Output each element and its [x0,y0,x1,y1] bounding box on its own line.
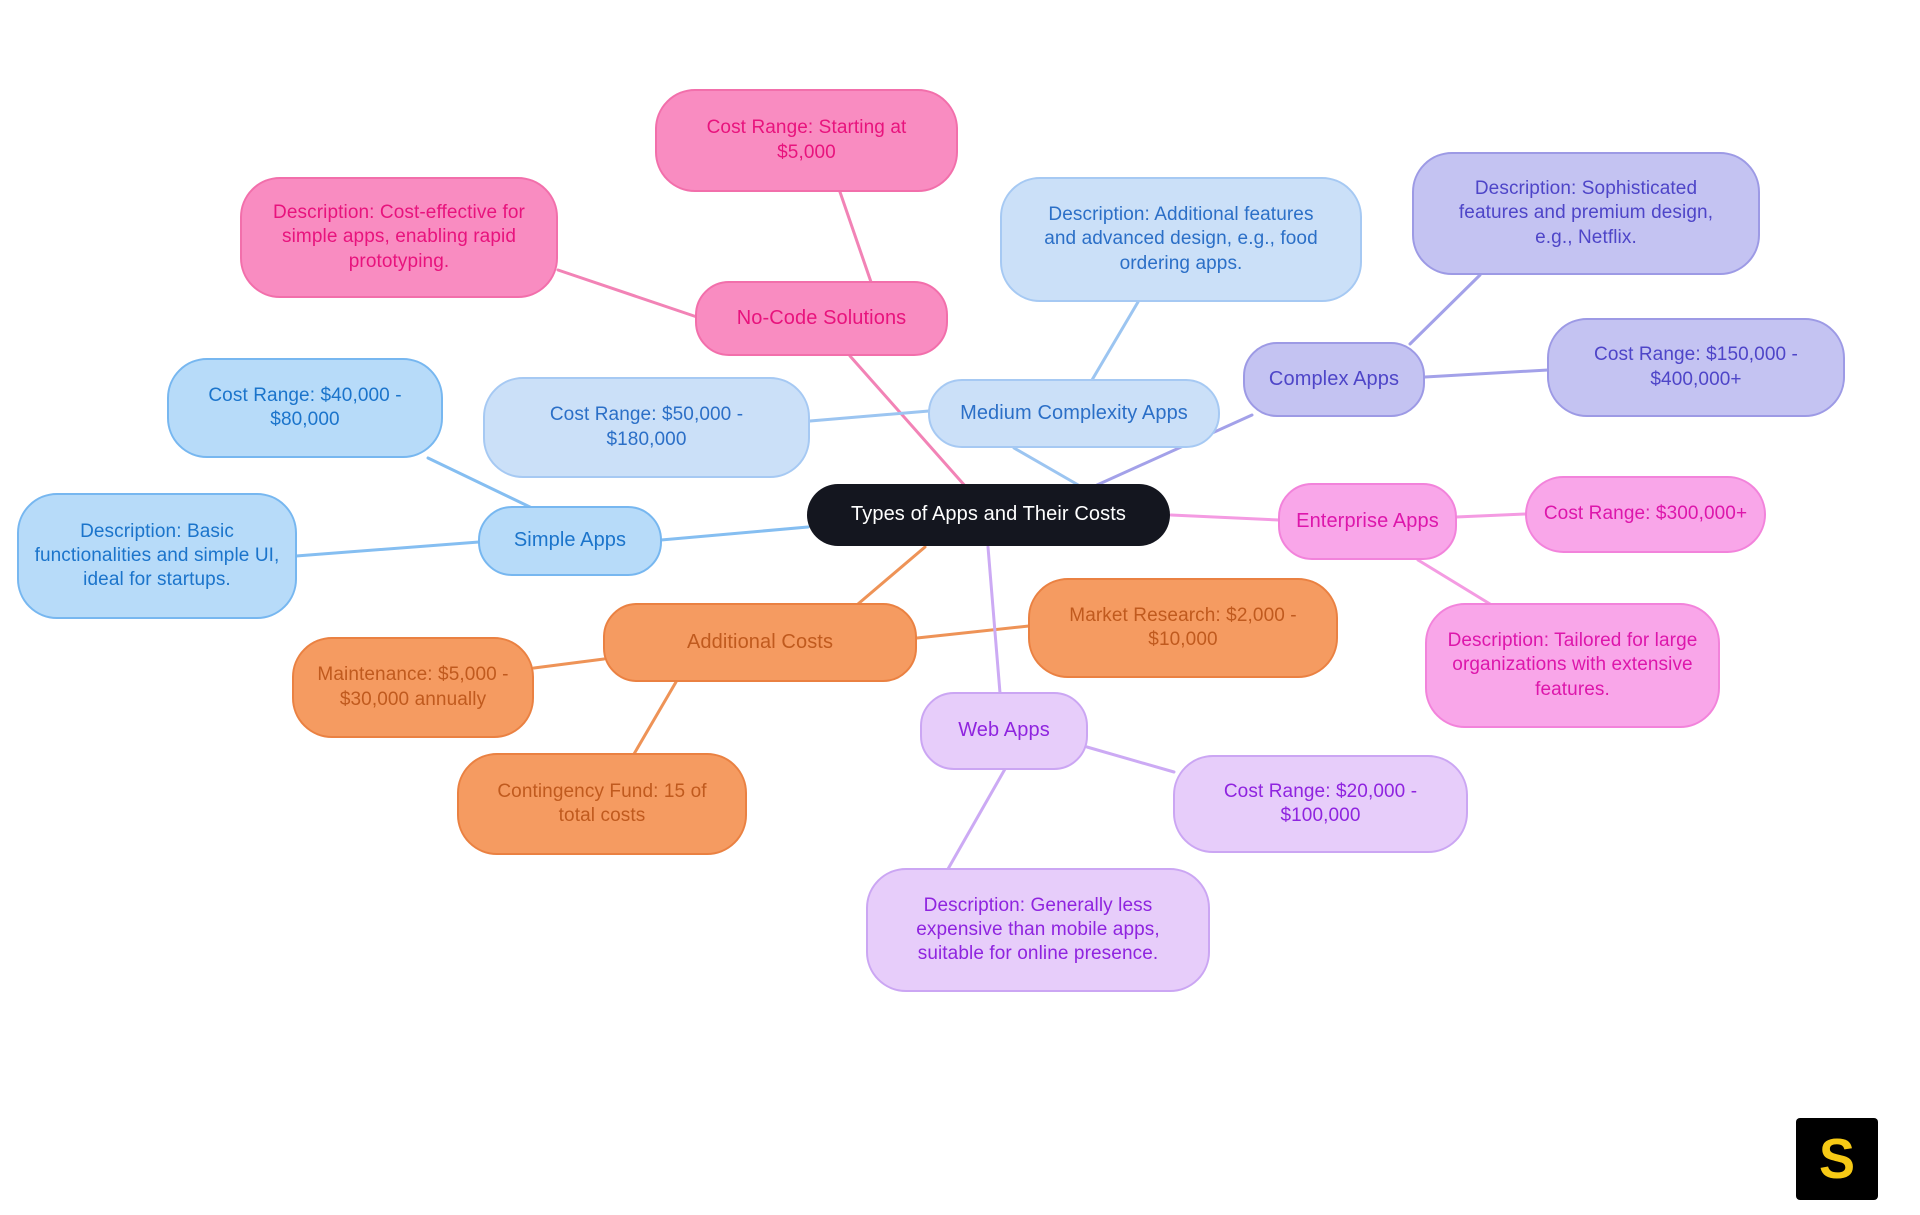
node-label: Additional Costs [686,630,834,653]
child-node-simple-description[interactable]: Description: Basic functionalities and s… [17,493,297,619]
node-label: Cost Range: $50,000 - $180,000 [549,404,744,450]
child-node-additional-contingency[interactable]: Contingency Fund: 15 of total costs [457,753,747,855]
edge-simple-cost [426,456,534,510]
child-node-enterprise-description[interactable]: Description: Tailored for large organiza… [1425,603,1720,728]
edge-center-web [986,545,1002,695]
branch-node-web-apps[interactable]: Web Apps [920,692,1088,770]
edge-medium-description [1090,300,1140,382]
edge-simple-description [294,540,481,558]
node-label: No-Code Solutions [736,306,907,329]
node-label: Description: Cost-effective for simple a… [273,202,525,272]
node-label: Description: Generally less expensive th… [916,894,1160,965]
child-node-additional-market-research[interactable]: Market Research: $2,000 - $10,000 [1028,578,1338,678]
child-node-medium-cost[interactable]: Cost Range: $50,000 - $180,000 [483,377,810,478]
edge-additional-contingency [632,680,678,756]
node-label: Web Apps [958,719,1050,742]
central-node-label: Types of Apps and Their Costs [851,503,1126,526]
edge-enterprise-description [1416,558,1492,606]
edge-center-complex [1095,413,1254,487]
node-label: Cost Range: Starting at $5,000 [706,117,907,163]
node-label: Cost Range: $40,000 - $80,000 [208,384,402,430]
edge-medium-cost [808,409,931,423]
node-label: Simple Apps [513,529,627,552]
branch-node-additional-costs[interactable]: Additional Costs [603,603,917,682]
edge-complex-cost [1423,368,1550,379]
node-label: Description: Tailored for large organiza… [1447,630,1698,700]
node-label: Maintenance: $5,000 - $30,000 annually [317,664,509,710]
edge-center-medium [1012,446,1082,488]
watermark-logo[interactable]: S [1796,1118,1878,1200]
node-label: Medium Complexity Apps [960,401,1188,424]
edge-center-enterprise [1169,513,1281,522]
edge-enterprise-cost [1454,512,1528,519]
edge-additional-maintenance [532,657,606,670]
node-label: Description: Additional features and adv… [1044,204,1318,274]
branch-node-complex-apps[interactable]: Complex Apps [1243,342,1425,417]
node-label: Enterprise Apps [1296,509,1439,532]
child-node-no-code-cost[interactable]: Cost Range: Starting at $5,000 [655,89,958,192]
edge-web-cost [1085,745,1176,774]
edge-complex-description [1408,273,1482,346]
branch-node-simple-apps[interactable]: Simple Apps [478,506,662,576]
child-node-simple-cost[interactable]: Cost Range: $40,000 - $80,000 [167,358,443,458]
child-node-medium-description[interactable]: Description: Additional features and adv… [1000,177,1362,302]
central-node[interactable]: Types of Apps and Their Costs [807,484,1170,546]
node-label: Contingency Fund: 15 of total costs [497,780,707,826]
child-node-web-cost[interactable]: Cost Range: $20,000 - $100,000 [1173,755,1468,853]
node-label: Description: Sophisticated features and … [1458,178,1714,248]
node-label: Description: Basic functionalities and s… [34,520,280,591]
edge-center-simple [659,525,810,542]
child-node-complex-description[interactable]: Description: Sophisticated features and … [1412,152,1760,275]
edge-center-no-code [848,354,968,489]
child-node-no-code-description[interactable]: Description: Cost-effective for simple a… [240,177,558,298]
edge-center-additional [856,545,927,606]
node-label: Cost Range: $150,000 - $400,000+ [1594,344,1798,390]
logo-letter-s: S [1818,1127,1856,1191]
branch-node-enterprise-apps[interactable]: Enterprise Apps [1278,483,1457,560]
branch-node-no-code-solutions[interactable]: No-Code Solutions [695,281,948,356]
node-label: Cost Range: $300,000+ [1543,503,1748,525]
node-label: Cost Range: $20,000 - $100,000 [1223,780,1418,826]
node-label: Market Research: $2,000 - $10,000 [1069,604,1297,650]
child-node-additional-maintenance[interactable]: Maintenance: $5,000 - $30,000 annually [292,637,534,738]
edge-web-description [946,767,1007,871]
edge-no-code-description [556,268,699,319]
node-label: Complex Apps [1268,367,1400,390]
child-node-web-description[interactable]: Description: Generally less expensive th… [866,868,1210,992]
branch-node-medium-complexity-apps[interactable]: Medium Complexity Apps [928,379,1220,448]
child-node-complex-cost[interactable]: Cost Range: $150,000 - $400,000+ [1547,318,1845,417]
edge-no-code-cost [838,190,873,284]
child-node-enterprise-cost[interactable]: Cost Range: $300,000+ [1525,476,1766,553]
edge-additional-market-research [915,624,1031,640]
